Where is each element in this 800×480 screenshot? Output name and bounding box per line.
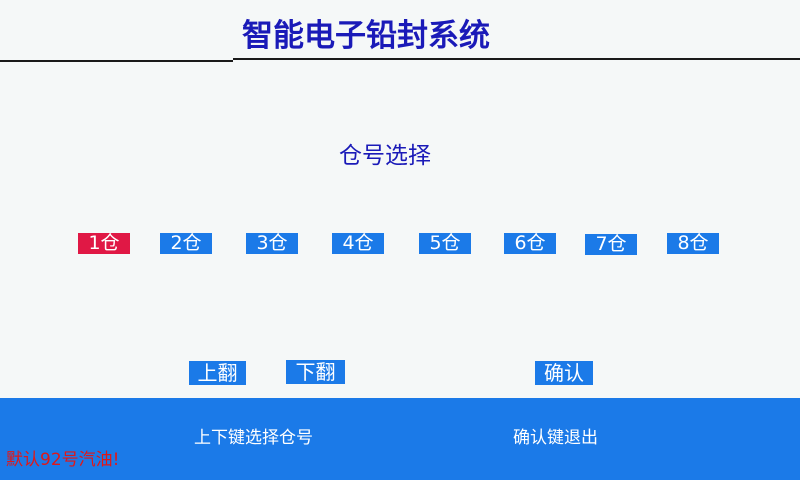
bin-button-8[interactable]: 8仓	[667, 233, 719, 254]
bin-button-6[interactable]: 6仓	[504, 233, 556, 254]
bin-button-2[interactable]: 2仓	[160, 233, 212, 254]
bin-button-5[interactable]: 5仓	[419, 233, 471, 254]
bin-select-title: 仓号选择	[339, 143, 431, 169]
title-divider-right	[233, 58, 800, 60]
page-up-button[interactable]: 上翻	[189, 361, 246, 385]
footer-hint-select: 上下键选择仓号	[194, 428, 313, 448]
page-down-button[interactable]: 下翻	[286, 360, 345, 384]
bin-button-4[interactable]: 4仓	[332, 233, 384, 254]
confirm-button[interactable]: 确认	[535, 361, 593, 385]
bin-button-3[interactable]: 3仓	[246, 233, 298, 254]
app-title: 智能电子铅封系统	[242, 18, 490, 54]
title-divider-left	[0, 60, 233, 62]
bin-button-7[interactable]: 7仓	[585, 234, 637, 255]
default-fuel-notice: 默认92号汽油!	[6, 450, 120, 470]
bin-button-1[interactable]: 1仓	[78, 233, 130, 254]
footer-hint-exit: 确认键退出	[513, 428, 598, 448]
footer-bar	[0, 398, 800, 480]
